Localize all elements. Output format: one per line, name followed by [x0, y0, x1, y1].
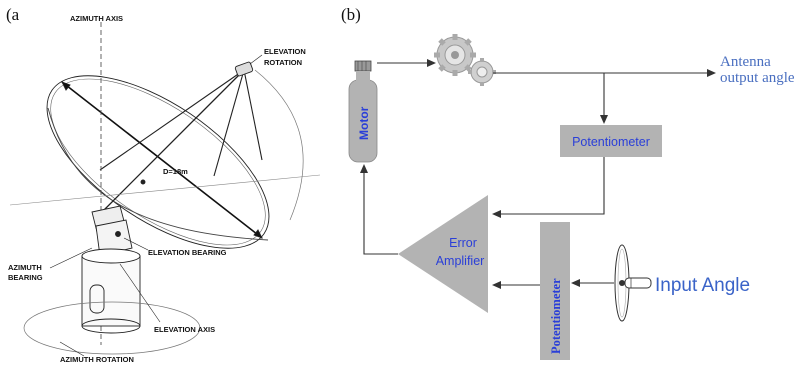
label-azimuth-axis: AZIMUTH AXIS [70, 14, 123, 23]
elevation-bearing-marker [115, 231, 121, 237]
label-elevation-bearing: ELEVATION BEARING [148, 248, 227, 257]
block-diagram: Motor Antenna output angle [348, 34, 795, 360]
leader-elevation-bearing [123, 237, 149, 251]
leader-elevation-axis [119, 263, 161, 323]
motor-label: Motor [357, 106, 371, 140]
dish-rim [46, 75, 270, 249]
ground-circle [23, 301, 201, 355]
potentiometer-side-label: Potentiometer [549, 278, 563, 354]
motor-neck [356, 71, 370, 81]
label-elevation-axis: ELEVATION AXIS [154, 325, 215, 334]
dish-rim-inner [50, 78, 266, 246]
leader-elevation-rotation [249, 54, 263, 65]
leader-azimuth-rotation [59, 341, 85, 357]
horizon-line [9, 174, 321, 206]
label-azimuth-rotation: AZIMUTH ROTATION [60, 355, 134, 364]
feed-leg-4 [213, 69, 245, 177]
label-diameter: D=18m [163, 167, 188, 176]
input-knob-icon [614, 244, 652, 322]
arrow-amplifier-motor [363, 172, 398, 255]
panel-b-letter: (b) [341, 5, 361, 24]
pedestal [81, 255, 141, 327]
error-amplifier-line1: Error [449, 236, 477, 250]
elevation-rotation-arc [254, 69, 304, 221]
diameter-arrow-head-1 [61, 81, 71, 91]
error-amplifier-line2: Amplifier [436, 254, 485, 268]
antenna-drawing [9, 22, 321, 357]
pedestal-top [81, 248, 141, 264]
leader-azimuth-bearing [49, 247, 93, 269]
subreflector [234, 61, 254, 77]
feed-leg-3 [243, 69, 263, 161]
diameter-line [61, 81, 263, 239]
label-elevation-rotation-line2: ROTATION [264, 58, 302, 67]
potentiometer-top-label: Potentiometer [572, 135, 650, 149]
antenna-output-line2: output angle [720, 70, 795, 86]
pedestal-bottom [81, 318, 141, 334]
pedestal-door [89, 284, 105, 314]
feed-leg-2 [99, 69, 245, 171]
diameter-arrow-head-2 [253, 229, 263, 239]
motor-shaft [354, 60, 372, 72]
label-azimuth-bearing-line2: BEARING [8, 273, 43, 282]
antenna-output-line1: Antenna [720, 54, 771, 70]
dish-back [47, 107, 269, 241]
label-elevation-rotation-line1: ELEVATION [264, 47, 306, 56]
arrow-potentiometer-amplifier [500, 157, 605, 215]
potentiometer-side-box [540, 222, 570, 360]
bearing-block [95, 219, 133, 257]
feed-leg-1 [103, 69, 245, 211]
error-amplifier-triangle [398, 195, 488, 313]
input-angle-label: Input Angle [655, 275, 750, 296]
panel-a-letter: (a [6, 5, 20, 24]
gears-icon [434, 34, 496, 86]
potentiometer-top-box [560, 125, 662, 157]
label-azimuth-bearing-line1: AZIMUTH [8, 263, 42, 272]
center-marker [140, 179, 146, 185]
